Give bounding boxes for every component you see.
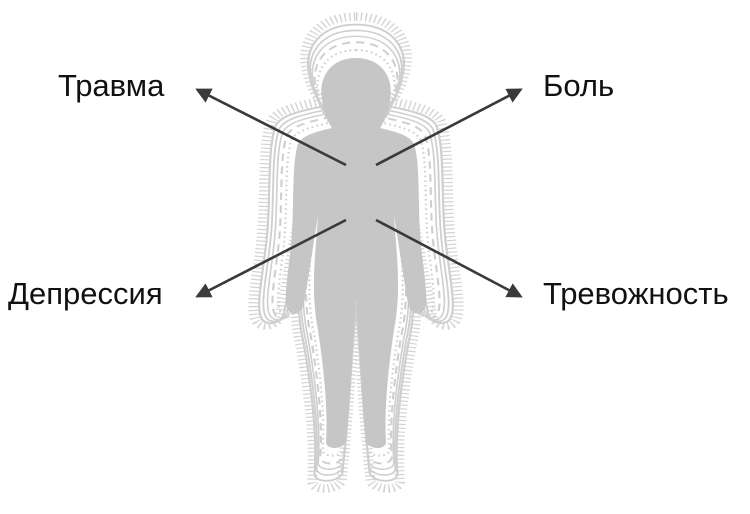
label-depression: Депрессия — [8, 278, 163, 309]
arrow-pain — [376, 90, 520, 165]
label-trauma: Травма — [58, 70, 164, 101]
label-anxiety: Тревожность — [543, 278, 729, 309]
label-pain: Боль — [543, 70, 614, 101]
